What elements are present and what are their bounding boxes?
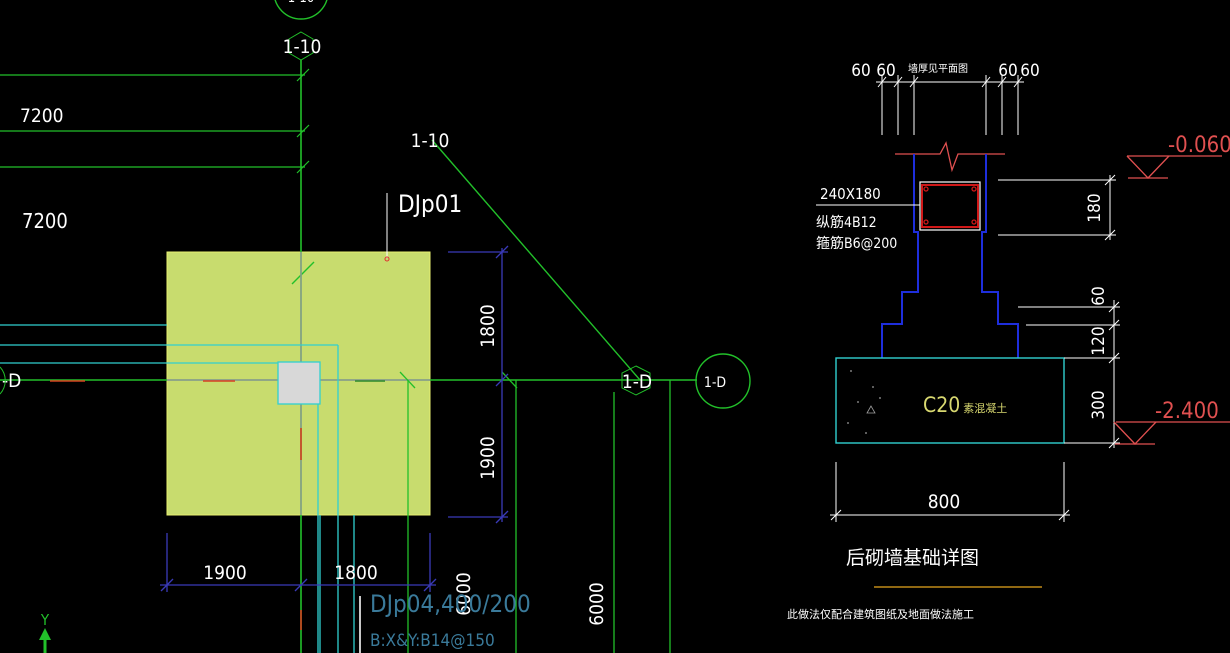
dim-7200-lower: 7200 [22,209,68,233]
axis-label-1-10-diagonal: 1-10 [411,130,450,152]
footing-tag-djp01: DJp01 [398,190,462,218]
footing-tag-dot [384,256,390,262]
rebar-note: B:X&Y:B14@150 [370,631,495,651]
ring-beam-rebars [923,186,977,225]
ring-beam-stirrup [921,184,979,228]
dim-300: 300 [1089,390,1109,419]
horizontal-dimension-chain [160,533,437,592]
beam-size-label: 240X180 [820,185,881,203]
dim-6000-left: 6000 [453,572,475,616]
wall-outline [881,154,1019,358]
axis-bubble-1-d [695,353,751,409]
top-dim-60-b: 60 [876,61,895,81]
wall-foundation-detail: 60 60 60 60 墙厚见平面图 240X180 纵筋4B12 箍筋B6@2… [787,61,1230,621]
concrete-hatch-dots [847,370,881,434]
dim-7200-upper: 7200 [20,105,64,127]
ring-beam-outline [919,181,981,231]
diagonal-axis-line [431,139,641,381]
axis-hex-marker [288,31,314,61]
dim-180: 180 [1085,193,1105,222]
column-square[interactable] [277,361,321,405]
axis-bubble-1-d-label: 1-D [704,375,726,391]
elevation-marker-bottom [1113,421,1230,445]
ucs-icon: Y [39,611,51,653]
right-dimension-chain [998,174,1120,449]
red-center-dashes [50,380,302,630]
top-dimension-chain [876,75,1024,135]
top-note-wall-thickness: 墙厚见平面图 [908,62,968,75]
axis-label-1-10-top: 1-10 [283,36,322,58]
bottom-dimension-800 [830,462,1070,522]
detail-title: 后砌墙基础详图 [846,547,979,569]
axis-tick [291,261,315,285]
vertical-dimension-chain [448,245,509,524]
top-dim-60-d: 60 [1020,61,1039,81]
dim-1800-vertical: 1800 [477,304,499,348]
axis-label-1-d-mid: 1-D [622,371,652,393]
concrete-footing[interactable] [835,357,1065,444]
dim-60: 60 [1089,286,1109,305]
beam-rebar-stirrup: 箍筋B6@200 [816,235,897,252]
dimension-lines-7200 [0,68,310,174]
concrete-aggregate-mark [866,405,876,414]
elevation-top: -0.060 [1168,133,1230,158]
top-dim-60-a: 60 [851,61,870,81]
top-dim-60-c: 60 [998,61,1017,81]
dim-1900-horizontal: 1900 [203,562,247,584]
dim-1900-vertical: 1900 [477,436,499,480]
plan-view: 1-10 1-10 1-10 [0,0,751,653]
axis-bubble-left-partial [0,366,6,395]
elevation-bottom: -2.400 [1155,399,1219,424]
axis-bubble-1-10 [274,0,328,20]
dim-120: 120 [1089,326,1109,355]
cyan-wall-lines [0,324,355,653]
axis-hex-marker-1-d [621,365,651,396]
detail-footnote: 此做法仅配合建筑图纸及地面做法施工 [787,607,974,621]
y-axis-label: Y [40,611,50,629]
break-line [895,141,1005,173]
footing-label-djp04: DJp04,400/200 [370,590,531,618]
dim-800: 800 [928,491,961,513]
dim-1800-horizontal: 1800 [334,562,378,584]
axis-bubble-1-10-label: 1-10 [288,0,315,6]
elevation-marker-top [1126,155,1222,179]
beam-rebar-main: 纵筋4B12 [816,214,877,231]
axis-label-1-d-left: -D [2,370,21,392]
dim-6000-right: 6000 [586,582,608,626]
dimension-lines-6000 [407,380,671,653]
